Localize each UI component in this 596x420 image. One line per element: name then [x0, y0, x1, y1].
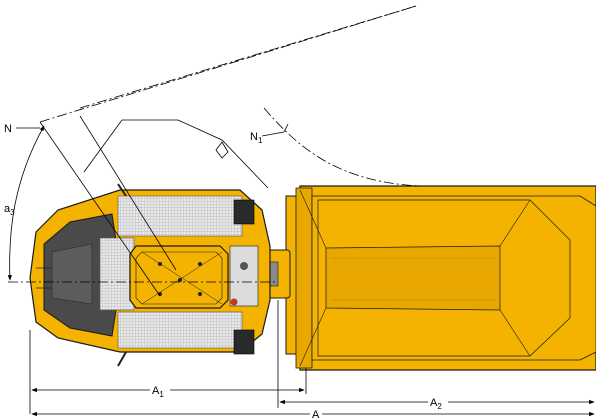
dump-body	[285, 185, 596, 371]
label-a-bg	[310, 408, 322, 420]
label-n: N	[4, 123, 12, 135]
label-a1: A1	[152, 385, 164, 399]
label-n1: N1	[250, 131, 263, 145]
front-tractor-unit	[29, 183, 271, 367]
label-a: A	[312, 409, 320, 420]
label-a2-bg	[428, 396, 448, 408]
turning-geometry	[7, 5, 421, 297]
label-a2: A2	[430, 397, 442, 411]
label-a3: a3	[4, 203, 15, 217]
label-a1-bg	[150, 384, 170, 396]
